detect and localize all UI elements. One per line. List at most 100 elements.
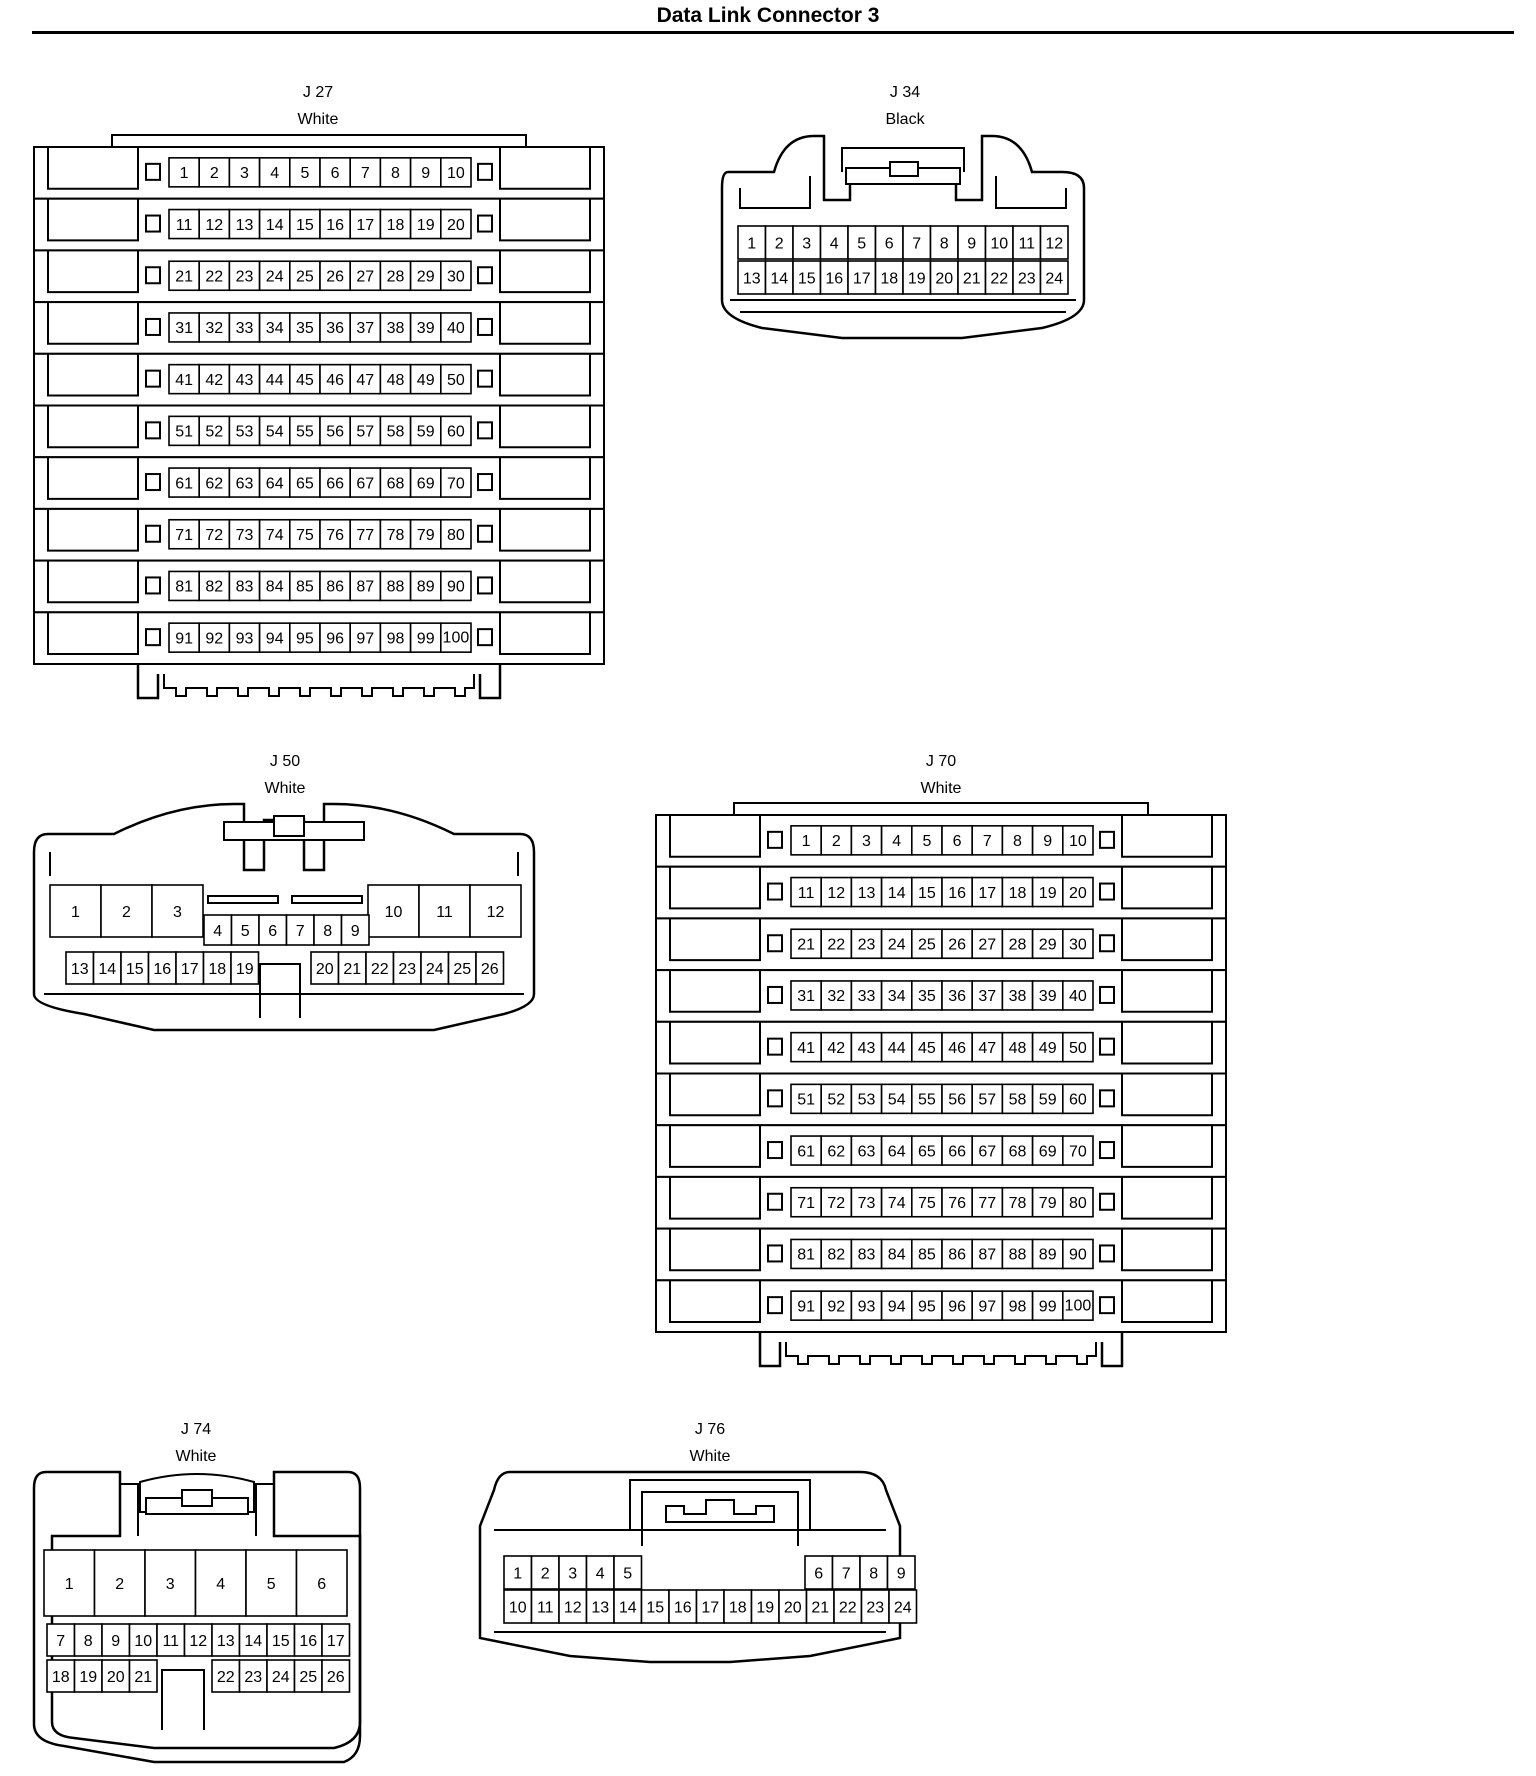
pin-cell <box>1062 1238 1094 1270</box>
pin-number: 6 <box>268 923 277 940</box>
pin-number: 76 <box>948 1195 966 1212</box>
j50-slot <box>207 895 279 904</box>
pin-cell <box>228 363 261 395</box>
pin-number: 18 <box>880 270 898 287</box>
pin-number: 17 <box>327 1633 345 1650</box>
pin-number: 3 <box>568 1565 577 1582</box>
pin-number: 75 <box>918 1195 936 1212</box>
pin-number: 28 <box>1009 937 1027 954</box>
pin-cell <box>349 415 382 447</box>
lock-square <box>477 473 493 492</box>
pin-cell <box>1062 825 1094 856</box>
pin-cell <box>910 1031 943 1063</box>
pin-number: 93 <box>858 1298 876 1315</box>
pin-cell <box>1062 1083 1094 1115</box>
pin-cell <box>1062 1135 1094 1166</box>
pin-number: 56 <box>948 1092 966 1109</box>
pin-cell <box>409 363 442 395</box>
pin-cell <box>288 622 321 653</box>
pin-number: 100 <box>1065 1298 1092 1315</box>
pin-number: 33 <box>858 988 876 1005</box>
pin-number: 14 <box>244 1633 262 1650</box>
pin-number: 89 <box>1039 1247 1057 1264</box>
pin-number: 9 <box>1043 833 1052 850</box>
j34-inner <box>995 176 1067 209</box>
pin-number: 63 <box>236 475 254 492</box>
pin-cell <box>46 1623 76 1657</box>
j74-key-slot <box>161 1669 205 1730</box>
pin-cell <box>321 1659 351 1693</box>
right-tab <box>499 353 591 397</box>
pin-cell <box>319 363 352 395</box>
pin-number: 88 <box>387 579 405 596</box>
pin-cell <box>764 260 794 295</box>
pin-cell <box>168 415 201 447</box>
left-tab <box>47 457 139 500</box>
pin-number: 70 <box>1069 1143 1087 1160</box>
pin-cell <box>1062 980 1094 1011</box>
pin-cell <box>293 1623 323 1657</box>
pin-cell <box>439 208 472 240</box>
pin-number: 13 <box>858 885 876 902</box>
pin-number: 12 <box>487 904 505 921</box>
pin-number: 2 <box>832 833 841 850</box>
left-tab <box>669 1021 761 1065</box>
pin-cell <box>228 260 261 292</box>
lock-square <box>145 628 161 647</box>
pin-cell <box>613 1555 643 1590</box>
pin-number: 64 <box>888 1143 906 1160</box>
lock-square <box>145 473 161 492</box>
j34-housing <box>720 134 1086 340</box>
pin-cell <box>447 951 477 985</box>
pin-number: 17 <box>853 270 871 287</box>
pin-cell <box>723 1589 753 1624</box>
left-tab <box>47 405 139 449</box>
pin-number: 50 <box>1069 1040 1087 1057</box>
left-tab <box>669 970 761 1013</box>
pin-cell <box>349 312 382 343</box>
left-tab <box>669 1280 761 1323</box>
j34-base-line <box>730 299 1076 313</box>
pin-number: 80 <box>1069 1195 1087 1212</box>
pin-number: 6 <box>331 165 340 182</box>
pin-cell <box>737 225 767 260</box>
right-tab <box>1121 1280 1213 1323</box>
pin-cell <box>238 1659 268 1693</box>
pin-cell <box>1031 1083 1064 1115</box>
pin-number: 10 <box>447 165 465 182</box>
pin-cell <box>409 467 442 498</box>
row-housing <box>33 611 605 665</box>
pin-cell <box>228 157 261 188</box>
bottom-foot <box>758 1332 1124 1368</box>
lock-square <box>1099 1089 1115 1108</box>
pin-cell <box>1001 825 1034 856</box>
pin-number: 97 <box>978 1298 996 1315</box>
pin-cell <box>1031 1186 1064 1218</box>
left-tab <box>47 508 139 552</box>
right-tab <box>1121 1073 1213 1117</box>
right-tab <box>1121 1125 1213 1168</box>
pin-cell <box>168 622 201 653</box>
pin-cell <box>349 518 382 550</box>
pin-cell <box>379 260 412 292</box>
pin-cell <box>228 467 261 498</box>
pin-cell <box>144 1549 197 1617</box>
pin-number: 17 <box>701 1599 719 1616</box>
pin-number: 60 <box>447 424 465 441</box>
pin-number: 41 <box>175 372 193 389</box>
j34-inner <box>739 176 811 209</box>
j74-inner <box>120 1483 274 1536</box>
pin-number: 94 <box>888 1298 906 1315</box>
pin-number: 91 <box>797 1298 815 1315</box>
pin-cell <box>439 157 472 188</box>
pin-number: 39 <box>1039 988 1057 1005</box>
pin-cell <box>168 260 201 292</box>
pin-cell <box>198 157 231 188</box>
pin-number: 26 <box>327 1669 345 1686</box>
pin-cell <box>971 1186 1004 1218</box>
lock-square <box>767 934 783 953</box>
pin-number: 36 <box>948 988 966 1005</box>
title-rule <box>32 31 1514 34</box>
